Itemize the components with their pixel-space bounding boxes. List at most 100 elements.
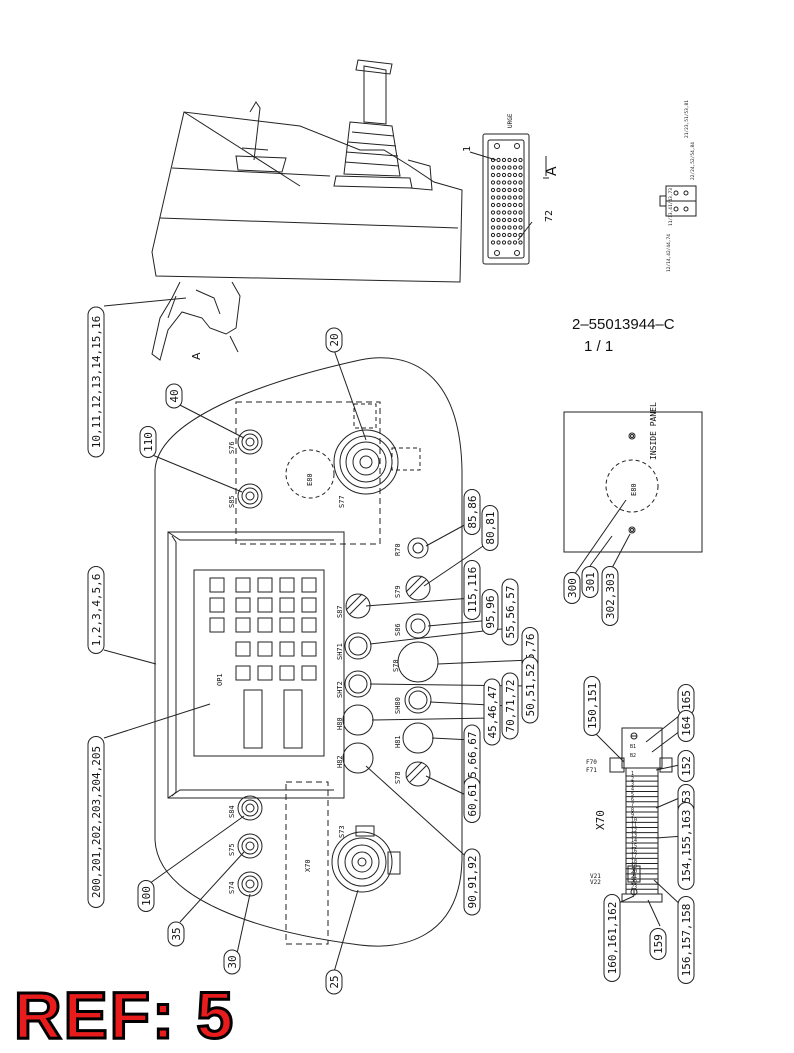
- contact-label-2: 11/13,41/43,73: [668, 188, 674, 226]
- terminal-row-label: 3: [631, 782, 634, 788]
- terminal-row-label: 10: [631, 818, 637, 824]
- label-s79: S79: [394, 585, 402, 598]
- label-op1: OP1: [216, 673, 224, 686]
- keypad-key: [209, 597, 225, 613]
- connector-pin: [490, 172, 496, 178]
- callout-bubble: 50,51,52: [521, 656, 539, 724]
- sheet-number: 1 / 1: [584, 338, 614, 355]
- callout-bubble: 70,71,72: [501, 672, 519, 740]
- callout-label: 10,11,12,13,14,15,16: [90, 316, 103, 448]
- connector-pin: [490, 240, 496, 245]
- terminal-row-label: 8: [631, 807, 634, 813]
- terminal-row-label: 11: [631, 823, 637, 829]
- callout-label: 60,61: [466, 783, 479, 816]
- callout-label: 85,86: [466, 495, 479, 528]
- keypad-key: [209, 617, 225, 633]
- keypad-key: [301, 577, 317, 593]
- connector-pin: [496, 210, 501, 215]
- callout-bubble: 80,81: [481, 505, 499, 551]
- callout-label: 55,56,57: [504, 586, 517, 639]
- keypad-key: [301, 617, 317, 633]
- callout-bubble: 301: [581, 566, 599, 598]
- keypad-key: [257, 597, 273, 613]
- connector-pin: [490, 202, 496, 208]
- callout-bubble: 164: [677, 710, 695, 742]
- callout-label: 154,155,163: [680, 810, 693, 883]
- keypad-key: [257, 641, 273, 657]
- connector-pin: [490, 165, 496, 170]
- callout-label: 45,46,47: [486, 686, 499, 739]
- connector-pin: [518, 172, 523, 178]
- connector-pin: [507, 240, 512, 245]
- label-s77: S77: [338, 495, 346, 508]
- connector-pin: [518, 217, 523, 223]
- terminal-row-label: 20: [631, 869, 637, 875]
- label-h82: H82: [336, 755, 344, 768]
- connector-pin: [496, 217, 501, 223]
- label-s84: S84: [228, 805, 236, 818]
- keypad-key: [257, 665, 273, 681]
- callout-label: 90,91,92: [466, 856, 479, 909]
- terminal-row-label: 12: [631, 828, 637, 834]
- connector-pin: [512, 217, 518, 223]
- connector-pin: [518, 210, 523, 215]
- label-e80-inside: E80: [630, 483, 638, 496]
- callout-bubble: 160,161,162: [603, 894, 621, 982]
- connector-pin: [512, 180, 518, 185]
- connector-pin: [501, 225, 507, 230]
- connector-pin: [512, 187, 518, 193]
- connector-pin: [507, 232, 512, 238]
- contact-label-1: 12/14,42/44,74: [666, 234, 672, 272]
- keypad-key: [257, 577, 273, 593]
- label-s74: S74: [228, 881, 236, 894]
- callout-bubble: 115,116: [463, 560, 481, 620]
- contact-label-3: 22/24,52/54,84: [690, 142, 696, 180]
- label-s86: S86: [394, 623, 402, 636]
- connector-pin: [501, 187, 507, 193]
- ground-label-v21: V21: [590, 873, 601, 880]
- connector-view: [469, 133, 549, 265]
- connector-pin: [496, 195, 501, 200]
- callout-bubble: 100: [137, 880, 155, 912]
- connector-pin: [496, 180, 501, 185]
- label-h81: H81: [394, 735, 402, 748]
- connector-pin: [507, 165, 512, 170]
- callout-label: 159: [652, 934, 665, 954]
- connector-pin: [512, 157, 518, 163]
- terminal-row-label: 22: [631, 879, 637, 885]
- label-sh71: SH71: [336, 643, 344, 660]
- callout-label: 160,161,162: [606, 902, 619, 975]
- connector-pin: [501, 202, 507, 208]
- callout-bubble: 302,303: [601, 566, 619, 626]
- callout-bubble: 55,56,57: [501, 578, 519, 646]
- connector-pin: [518, 187, 523, 193]
- connector-pin: [507, 187, 512, 193]
- connector-pin: [518, 240, 523, 245]
- terminal-row-label: 6: [631, 797, 634, 803]
- connector-pin: [512, 240, 518, 245]
- connector-pin: [496, 202, 501, 208]
- terminal-row-label: 4: [631, 787, 634, 793]
- connector-pin: [501, 172, 507, 178]
- terminal-row-label: 17: [631, 854, 637, 860]
- connector-pin: [501, 195, 507, 200]
- terminal-row-label: 5: [631, 792, 634, 798]
- terminal-top-mark-b1: B1: [630, 744, 636, 750]
- connector-pin: [501, 157, 507, 163]
- connector-pin: [490, 217, 496, 223]
- callout-label: 95,96: [484, 595, 497, 628]
- connector-pin-last: 72: [544, 210, 555, 222]
- callout-bubble: 95,96: [481, 589, 499, 635]
- connector-pin: [496, 165, 501, 170]
- keypad-key: [279, 641, 295, 657]
- callout-label: 30: [226, 955, 239, 968]
- terminal-row-label: 2: [631, 776, 634, 782]
- connector-pin: [496, 225, 501, 230]
- label-sht2: SHT2: [336, 681, 344, 698]
- connector-pin: [490, 210, 496, 215]
- front-panel: [154, 357, 463, 947]
- connector-pin: [490, 232, 496, 238]
- connector-pin: [496, 232, 501, 238]
- callout-label: 300: [566, 578, 579, 598]
- terminal-row-label: 16: [631, 848, 637, 854]
